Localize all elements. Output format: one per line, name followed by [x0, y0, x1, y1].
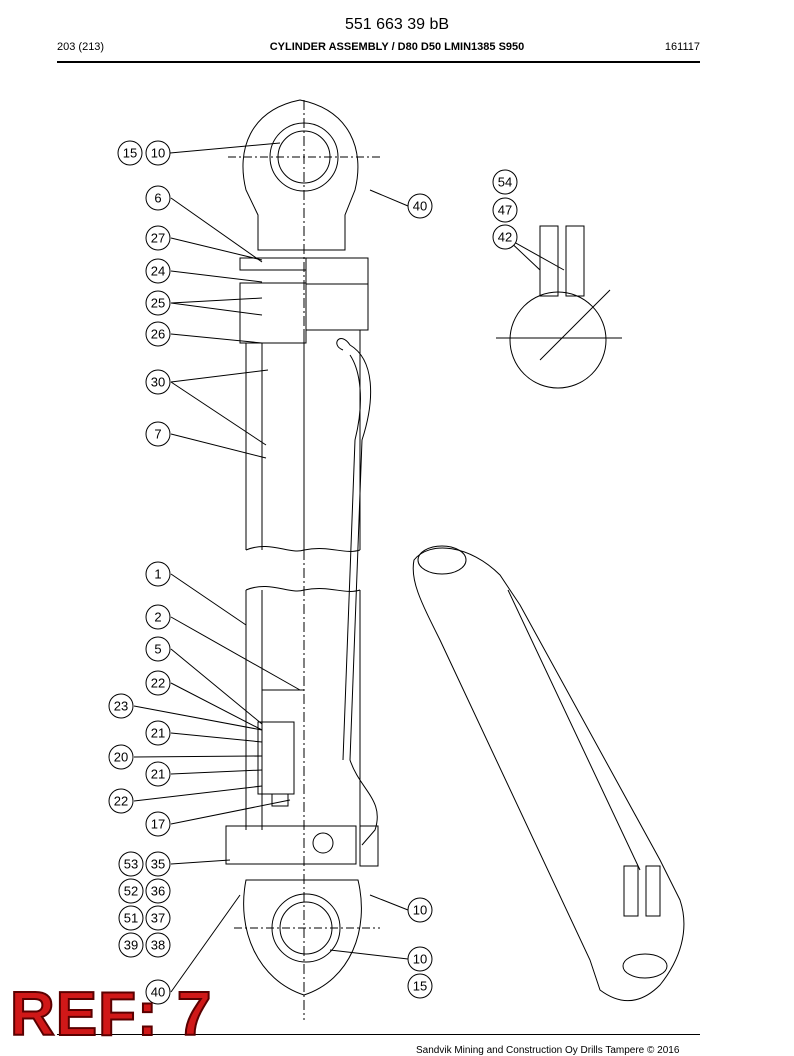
callout-balloon: 40	[407, 193, 433, 219]
callout-balloon: 38	[145, 932, 171, 958]
footer-rule	[57, 1034, 700, 1035]
ref-stamp: REF: 7	[9, 980, 213, 1049]
callout-balloon: 10	[407, 897, 433, 923]
svg-text:21: 21	[151, 767, 165, 782]
document-number: 551 663 39 bB	[344, 16, 450, 33]
page-title: CYLINDER ASSEMBLY / D80 D50 LMIN1385 S95…	[269, 41, 525, 53]
svg-text:39: 39	[124, 938, 138, 953]
callout-balloon: 10	[407, 946, 433, 972]
callout-balloon: 21	[145, 761, 171, 787]
svg-text:22: 22	[151, 676, 165, 691]
callout-balloon: 2	[145, 604, 171, 630]
callout-balloon: 27	[145, 225, 171, 251]
callout-balloon: 24	[145, 258, 171, 284]
callout-balloon: 39	[118, 932, 144, 958]
callout-balloon: 5	[145, 636, 171, 662]
callout-balloon: 15	[117, 140, 143, 166]
svg-text:42: 42	[498, 230, 512, 245]
callout-balloon: 1	[145, 561, 171, 587]
svg-text:52: 52	[124, 884, 138, 899]
svg-text:10: 10	[413, 952, 427, 967]
svg-text:17: 17	[151, 817, 165, 832]
callout-balloon: 25	[145, 290, 171, 316]
svg-text:37: 37	[151, 911, 165, 926]
svg-text:5: 5	[154, 642, 161, 657]
callout-balloon: 21	[145, 720, 171, 746]
base-eye-outline	[243, 879, 362, 996]
callout-balloon: 54	[492, 169, 518, 195]
callout-balloon: 53	[118, 851, 144, 877]
callout-balloon: 36	[145, 878, 171, 904]
callout-balloon: 10	[145, 140, 171, 166]
callout-balloon: 42	[492, 224, 518, 250]
callout-balloons: 15 10 6 27 24 25 26 30 7 1 2 5 22 23 21 …	[108, 140, 518, 1005]
svg-text:23: 23	[114, 699, 128, 714]
callout-balloon: 51	[118, 905, 144, 931]
callout-balloon: 6	[145, 185, 171, 211]
svg-text:2: 2	[154, 610, 161, 625]
callout-balloon: 35	[145, 851, 171, 877]
hydraulic-pipe	[336, 338, 378, 846]
svg-text:10: 10	[413, 903, 427, 918]
svg-text:40: 40	[413, 199, 427, 214]
svg-text:15: 15	[413, 979, 427, 994]
header-rule	[57, 61, 700, 63]
callout-balloon: 20	[108, 744, 134, 770]
footer-copyright: Sandvik Mining and Construction Oy Drill…	[416, 1045, 680, 1056]
svg-text:51: 51	[124, 911, 138, 926]
piston	[257, 721, 295, 795]
svg-text:6: 6	[154, 191, 161, 206]
rod-eye-outline	[242, 99, 359, 251]
callout-balloon: 37	[145, 905, 171, 931]
svg-text:47: 47	[498, 203, 512, 218]
svg-text:40: 40	[151, 985, 165, 1000]
svg-text:25: 25	[151, 296, 165, 311]
svg-text:20: 20	[114, 750, 128, 765]
svg-text:10: 10	[151, 146, 165, 161]
callout-balloon: 22	[108, 788, 134, 814]
callout-balloon: 52	[118, 878, 144, 904]
svg-text:54: 54	[498, 175, 512, 190]
callout-balloon: 23	[108, 693, 134, 719]
callout-balloon: 15	[407, 973, 433, 999]
svg-text:36: 36	[151, 884, 165, 899]
svg-text:35: 35	[151, 857, 165, 872]
callout-balloon: 30	[145, 369, 171, 395]
svg-text:7: 7	[154, 427, 161, 442]
callout-balloon: 22	[145, 670, 171, 696]
svg-text:27: 27	[151, 231, 165, 246]
svg-text:22: 22	[114, 794, 128, 809]
svg-text:26: 26	[151, 327, 165, 342]
svg-text:1: 1	[154, 567, 161, 582]
svg-text:38: 38	[151, 938, 165, 953]
callout-balloon: 47	[492, 197, 518, 223]
svg-text:21: 21	[151, 726, 165, 741]
document-date: 161117	[664, 41, 700, 53]
isometric-cylinder	[412, 547, 685, 1002]
page-number: 203 (213)	[57, 41, 105, 53]
leader-lines	[133, 142, 565, 993]
callout-balloon: 7	[145, 421, 171, 447]
svg-text:53: 53	[124, 857, 138, 872]
callout-balloon: 40	[145, 979, 171, 1005]
svg-text:15: 15	[123, 146, 137, 161]
callout-balloon: 17	[145, 811, 171, 837]
svg-text:30: 30	[151, 375, 165, 390]
detail-block	[509, 291, 607, 389]
callout-balloon: 26	[145, 321, 171, 347]
svg-text:24: 24	[151, 264, 165, 279]
